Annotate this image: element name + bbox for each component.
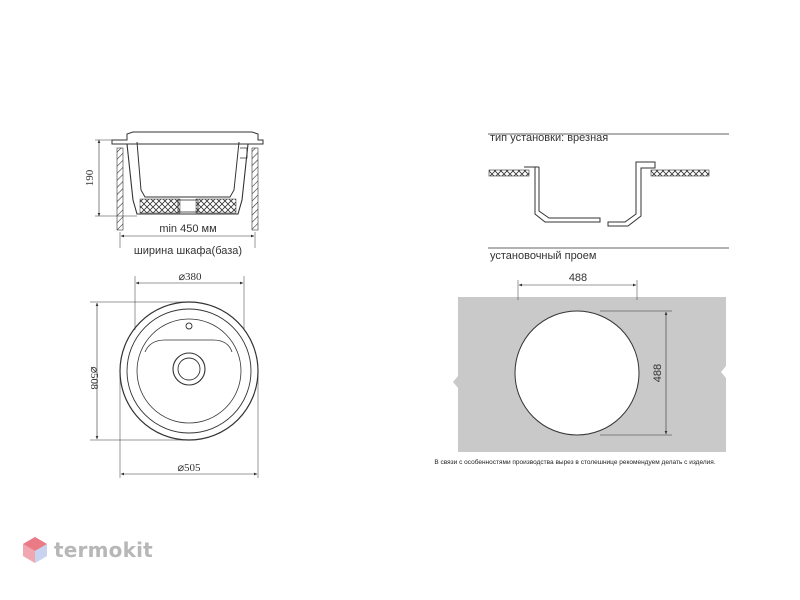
termokit-logo-icon [23, 537, 47, 563]
bottom-diameter-label: ⌀505 [177, 462, 201, 474]
cutout-note: В связи с особенностями производства выр… [434, 458, 715, 466]
cabinet-width-label: ширина шкафа(база) [134, 245, 242, 257]
install-type-label: тип установки: врезная [490, 132, 608, 144]
brand-name: termokit [54, 538, 153, 562]
inset-mount-profile [488, 161, 710, 227]
side-height-label: 190 [84, 169, 96, 186]
side-view-drawing [95, 131, 264, 248]
brand-watermark: termokit [22, 536, 153, 564]
top-view-drawing [90, 276, 259, 478]
opening-label: установочный проем [490, 250, 596, 262]
top-diameter-label: ⌀380 [178, 271, 202, 283]
side-diameter-label: ⌀508 [88, 366, 100, 390]
cutout-height-label: 488 [652, 364, 664, 382]
side-width-label: min 450 мм [159, 223, 216, 235]
countertop-cutout [453, 280, 726, 452]
cutout-width-label: 488 [569, 272, 587, 284]
